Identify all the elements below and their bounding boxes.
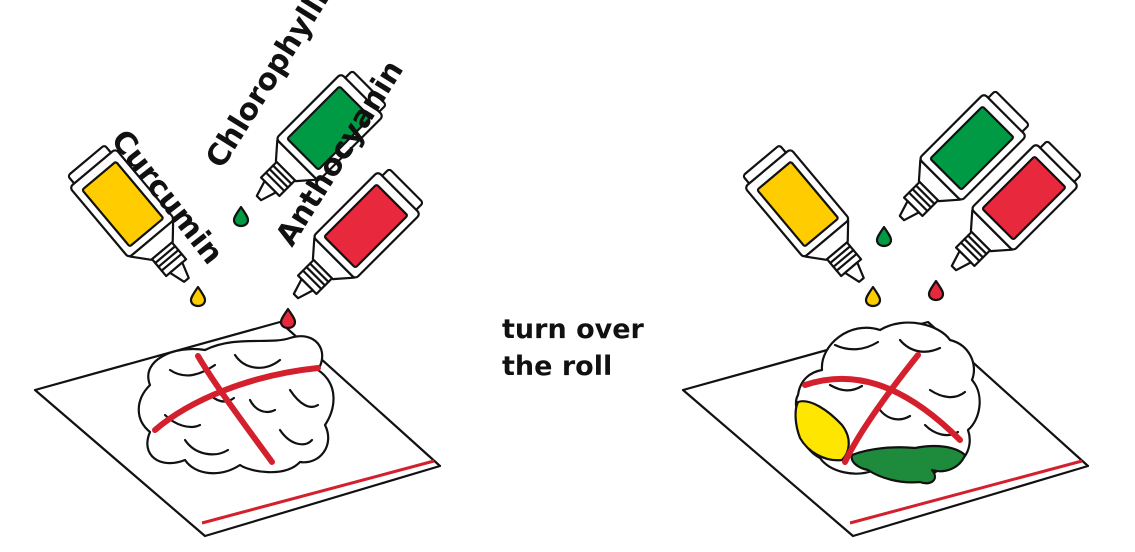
chlorophyllin-bottle-left	[236, 65, 392, 221]
anthocyanin-bottle-left	[273, 163, 429, 319]
anthocyanin-bottle-right	[931, 135, 1087, 291]
instruction-line-2: the roll	[502, 351, 612, 382]
anthocyanin-drop-left	[279, 307, 297, 330]
curcumin-bottle-left	[62, 140, 211, 301]
rubber-band-left-b	[195, 353, 275, 465]
chlorophyllin-drop-left	[232, 205, 250, 228]
curcumin-drop-left	[189, 285, 207, 308]
anthocyanin-drop-right	[927, 279, 945, 302]
red-stripe-right	[849, 459, 1083, 525]
fabric-roll-left	[137, 335, 335, 475]
green-dye-region	[850, 444, 967, 485]
curcumin-color-fill	[81, 161, 164, 247]
red-stripe-left	[201, 459, 435, 525]
instruction-text: turn over the roll	[502, 314, 645, 382]
rubber-band-right-a	[802, 375, 963, 443]
instruction-line-1: turn over	[502, 314, 645, 345]
rubber-band-left-a	[152, 365, 321, 433]
anthocyanin-color-fill	[323, 184, 408, 269]
chlorophyllin-drop-right	[875, 225, 893, 248]
rubber-band-right-b	[842, 352, 921, 465]
chlorophyllin-color-fill	[286, 86, 371, 171]
fabric-roll-right	[794, 321, 981, 485]
curcumin-drop-right	[864, 285, 882, 308]
chlorophyllin-bottle-right	[879, 85, 1035, 241]
curcumin-bottle-right	[737, 140, 886, 301]
right-scene	[681, 85, 1090, 538]
left-scene: Curcumin Chlorophyllin Anthocyanin	[33, 0, 442, 538]
yellow-dye-region	[794, 400, 850, 462]
